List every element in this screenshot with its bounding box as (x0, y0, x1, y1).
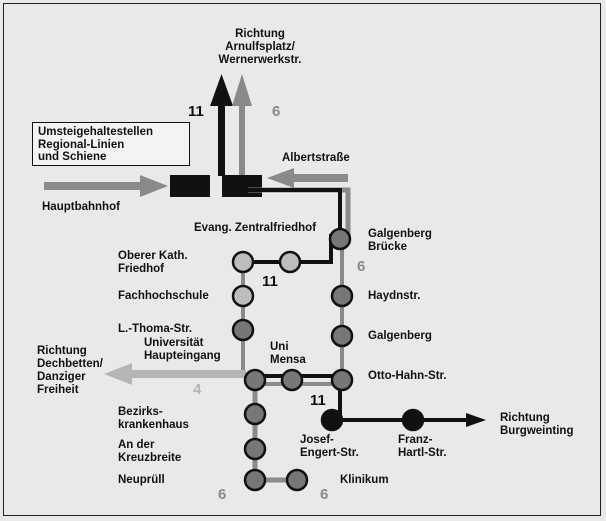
stop-circle-galgenberg (330, 324, 354, 348)
direction-north-label: Richtung Arnulfsplatz/ Wernerwerkstr. (218, 28, 302, 66)
stop-circle-otto-hahn-str (330, 368, 354, 392)
stop-circle-bezirkskrankenhaus (243, 402, 267, 426)
stop-label-uni-mensa: Uni Mensa (270, 341, 306, 366)
legend-box: Umsteigehaltestellen Regional-Linien und… (32, 122, 190, 166)
stop-circle-franz-hartl-str (401, 408, 425, 432)
stop-label-universitaet: Universität Haupteingang (144, 337, 221, 362)
hub-albertstrasse-block (222, 175, 262, 197)
line-6-number-right: 6 (357, 258, 366, 275)
stop-circle-galgenberg-bruecke (328, 227, 352, 251)
stop-circle-oberer-kath-friedhof-2 (278, 250, 302, 274)
stop-circle-klinikum (285, 468, 309, 492)
hub-hauptbahnhof-block (170, 175, 210, 197)
stop-label-an-der-kreuzbreite: An der Kreuzbreite (118, 439, 182, 464)
line-6-number-bottom-left: 6 (218, 486, 227, 503)
stop-label-galgenberg-bruecke: Galgenberg Brücke (368, 228, 432, 253)
stop-circle-fachhochschule (231, 284, 255, 308)
stop-label-klinikum: Klinikum (340, 474, 389, 486)
direction-east-label: Richtung Burgweinting (500, 412, 574, 437)
stop-label-haydnstr: Haydnstr. (368, 290, 421, 302)
line-6-north-arrow (232, 74, 252, 176)
direction-west-label: Richtung Dechbetten/ Danziger Freiheit (37, 345, 103, 396)
stop-circle-universitaet (243, 368, 267, 392)
line-6-number-top: 6 (272, 103, 281, 120)
stop-circle-oberer-kath-friedhof (231, 250, 255, 274)
stop-label-galgenberg: Galgenberg (368, 330, 432, 342)
stop-label-l-thoma-str: L.-Thoma-Str. (118, 323, 193, 335)
stop-label-oberer-kath-friedhof: Oberer Kath. Friedhof (118, 250, 188, 275)
hauptbahnhof-label: Hauptbahnhof (42, 201, 120, 213)
stop-circle-josef-engert-str (320, 408, 344, 432)
line-6-number-bottom-right: 6 (320, 486, 329, 503)
stop-label-bezirkskrankenhaus: Bezirks- krankenhaus (118, 406, 189, 431)
line-11-number-lower: 11 (310, 392, 326, 409)
stop-circle-neupruell (243, 468, 267, 492)
stop-label-neupruell: Neuprüll (118, 474, 165, 486)
hauptbahnhof-arrow (44, 175, 168, 197)
stop-circle-uni-mensa (280, 368, 304, 392)
stop-circle-haydnstr (330, 284, 354, 308)
stop-label-franz-hartl-str: Franz- Hartl-Str. (398, 434, 447, 459)
line-6-route-bottom (252, 384, 296, 483)
stop-label-josef-engert-str: Josef- Engert-Str. (300, 434, 359, 459)
stop-label-fachhochschule: Fachhochschule (118, 290, 209, 302)
albertstrasse-arrow (267, 168, 348, 188)
stop-circle-an-der-kreuzbreite (243, 437, 267, 461)
line-4-west-arrow (104, 363, 246, 385)
map-frame (3, 3, 601, 516)
line-11-number-mid: 11 (262, 273, 278, 290)
stop-label-zentralfriedhof: Evang. Zentralfriedhof (194, 222, 317, 234)
east-arrow (466, 413, 486, 427)
line-11-north-arrow (210, 74, 233, 176)
stop-circle-l-thoma-str (231, 318, 255, 342)
albertstrasse-label: Albertstraße (282, 152, 350, 164)
line-4-number: 4 (193, 381, 202, 398)
stop-label-otto-hahn-str: Otto-Hahn-Str. (368, 370, 447, 382)
line-11-number-top: 11 (188, 103, 204, 120)
